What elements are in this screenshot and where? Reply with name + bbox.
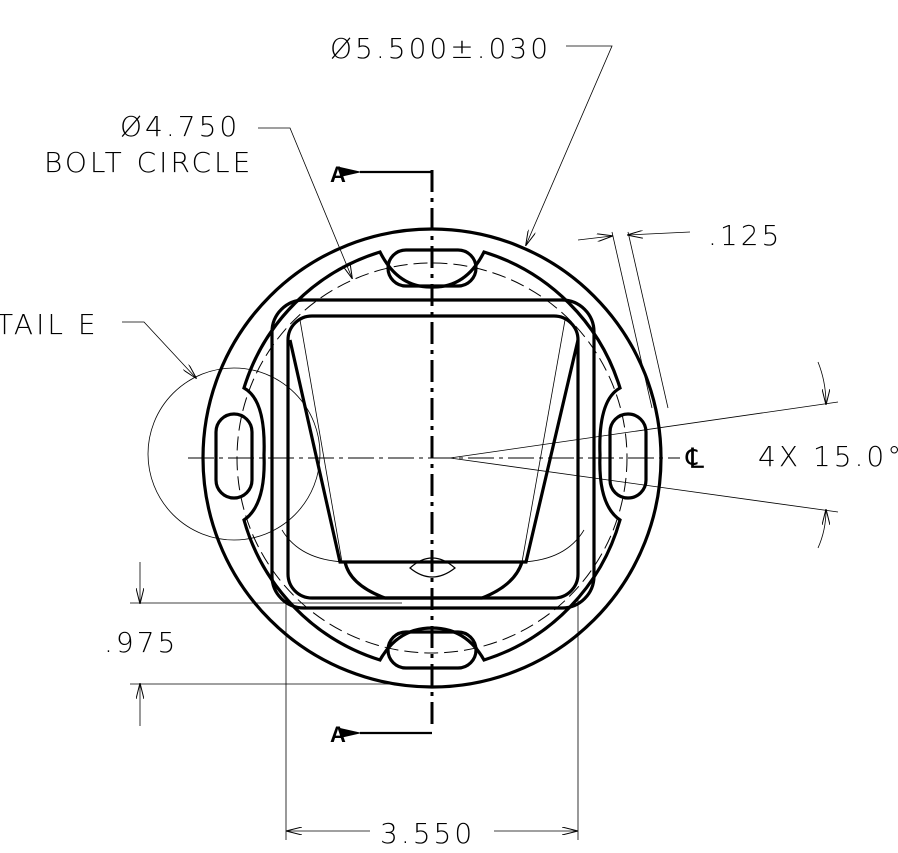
detail-e-text: TAIL E: [0, 308, 99, 341]
od-leader: [526, 45, 613, 245]
detail-e-leader: [122, 321, 196, 378]
cavity-outline-thin: [281, 319, 585, 563]
rim-ext-1: [611, 231, 653, 409]
centerline-symbol: ℄: [685, 442, 707, 475]
angle-text: 4X 15.0°: [758, 440, 898, 473]
rim-dim-arrow-r: [628, 232, 691, 235]
section-a-bottom-label: A: [330, 722, 346, 747]
rim-dim-arrow-l: [577, 236, 612, 240]
angle-arrow-upper: [817, 361, 826, 404]
section-a-top-label: A: [330, 162, 346, 187]
slot-right: [608, 412, 648, 500]
inner-rim-profile: [242, 250, 622, 662]
bc-leader: [258, 127, 352, 278]
detail-e-circle: [147, 367, 321, 541]
rim-ext-2: [627, 231, 669, 409]
bc-label-text: BOLT CIRCLE: [44, 146, 253, 179]
boss-bump: [409, 557, 456, 578]
rim-width-text: .125: [708, 219, 782, 252]
angle-arrow-lower: [817, 510, 826, 549]
bc-diameter-text: Ø4.750: [120, 110, 240, 143]
angle-line-lower: [449, 457, 839, 513]
width-text: 3.550: [380, 817, 475, 850]
slot-left: [214, 412, 254, 500]
angle-line-upper: [449, 401, 839, 459]
offset-text: .975: [104, 626, 178, 659]
od-text: Ø5.500±.030: [330, 32, 551, 65]
cavity-taper: [288, 339, 580, 564]
